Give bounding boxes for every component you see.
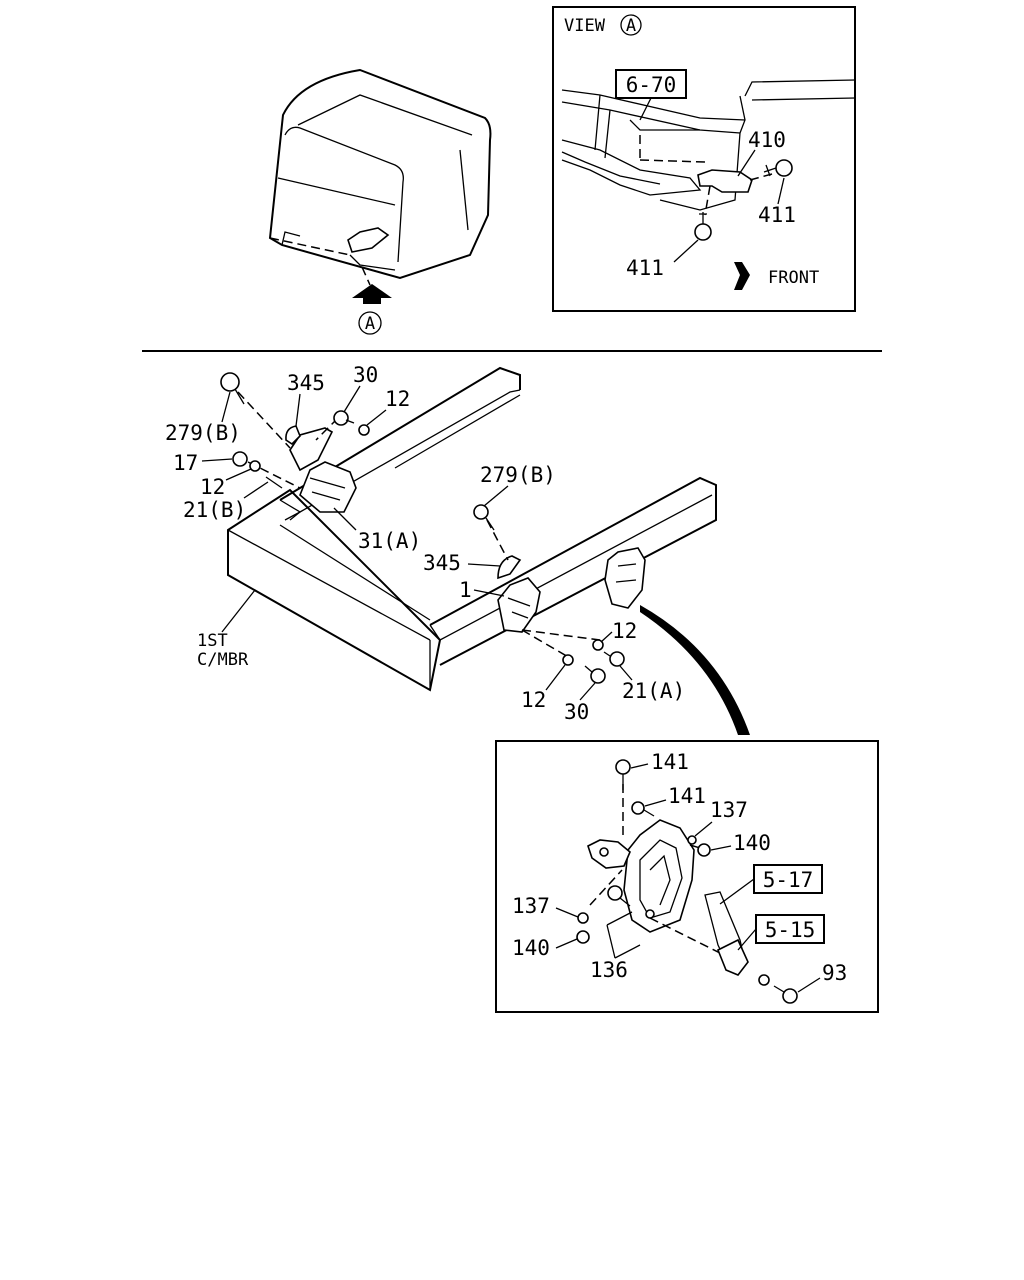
label-279b-top: 279(B) bbox=[165, 421, 241, 445]
label-137-left: 137 bbox=[512, 894, 550, 918]
nut-17 bbox=[232, 451, 248, 467]
label-31a: 31(A) bbox=[358, 529, 421, 553]
view-title: VIEW bbox=[564, 16, 606, 36]
label-345-mid: 345 bbox=[423, 551, 461, 575]
nut-140-left bbox=[576, 930, 590, 944]
nut-140-right bbox=[697, 843, 711, 857]
bolt-141-top bbox=[615, 759, 631, 790]
view-marker-circle bbox=[620, 14, 642, 36]
label-141-top: 141 bbox=[651, 750, 689, 774]
washer-12-bottom bbox=[562, 654, 574, 666]
label-12-right: 12 bbox=[612, 619, 637, 643]
label-12-left: 12 bbox=[200, 475, 225, 499]
view-marker-text: A bbox=[626, 16, 636, 36]
cross-member bbox=[227, 366, 717, 692]
ref-5-17: 5-17 bbox=[763, 868, 814, 892]
label-cmbr: C/MBR bbox=[197, 650, 249, 670]
washer-12-upper bbox=[358, 424, 370, 436]
washer-12-left bbox=[249, 460, 261, 472]
bolt-411-lower bbox=[694, 212, 712, 241]
bracket-assembly-middle bbox=[486, 519, 646, 659]
label-30-bottom: 30 bbox=[564, 700, 589, 724]
bolt-279b-upper bbox=[220, 372, 245, 405]
ref-6-70: 6-70 bbox=[626, 73, 677, 97]
label-140-right: 140 bbox=[733, 831, 771, 855]
label-1st: 1ST bbox=[197, 631, 228, 651]
view-a-arrow bbox=[352, 284, 392, 304]
svg-text:A: A bbox=[365, 314, 375, 334]
label-12-bottom: 12 bbox=[521, 688, 546, 712]
bolt-141-mid bbox=[631, 801, 655, 817]
bracket-assembly-upper bbox=[237, 391, 357, 513]
detail-pointer-arrow bbox=[640, 605, 750, 735]
stud-21b bbox=[265, 476, 283, 489]
view-a-marker: A bbox=[358, 311, 382, 335]
washer-137-left bbox=[577, 912, 589, 924]
cab-illustration bbox=[268, 68, 492, 286]
bolt-136 bbox=[607, 885, 631, 907]
front-arrow-icon bbox=[734, 262, 750, 290]
label-136: 136 bbox=[590, 958, 628, 982]
label-1: 1 bbox=[459, 578, 472, 602]
label-17: 17 bbox=[173, 451, 198, 475]
main-labels: 345 30 12 279(B) 17 12 21(B) 31(A) 279(B… bbox=[165, 363, 685, 724]
label-411-lower: 411 bbox=[626, 256, 664, 280]
bolt-93 bbox=[773, 985, 798, 1004]
ref-box-6-70 bbox=[615, 69, 687, 99]
washer-137-right bbox=[687, 835, 697, 845]
bolt-411-right bbox=[763, 159, 793, 177]
ref-5-15: 5-15 bbox=[765, 918, 816, 942]
washer-12-right bbox=[592, 639, 604, 651]
label-137-right: 137 bbox=[710, 798, 748, 822]
bolt-279b-middle bbox=[473, 504, 495, 531]
detail-panel: 5-17 5-15 141 141 137 140 137 140 136 93 bbox=[495, 740, 879, 1013]
ref-box-5-17 bbox=[753, 864, 823, 894]
label-21a: 21(A) bbox=[622, 679, 685, 703]
label-140-left: 140 bbox=[512, 936, 550, 960]
label-93: 93 bbox=[822, 961, 847, 985]
label-345-top: 345 bbox=[287, 371, 325, 395]
bolt-21a bbox=[603, 651, 625, 667]
bolt-30-bottom bbox=[584, 665, 606, 684]
front-label: FRONT bbox=[768, 268, 819, 288]
label-411-right: 411 bbox=[758, 203, 796, 227]
label-30-top: 30 bbox=[353, 363, 378, 387]
washer-93 bbox=[758, 974, 770, 986]
label-12-top: 12 bbox=[385, 387, 410, 411]
ref-box-5-15 bbox=[755, 914, 825, 944]
view-a-panel: VIEW A 6-70 410 411 bbox=[552, 6, 856, 312]
label-21b: 21(B) bbox=[183, 498, 246, 522]
label-410: 410 bbox=[748, 128, 786, 152]
label-141-mid: 141 bbox=[668, 784, 706, 808]
bolt-30-upper bbox=[333, 410, 355, 426]
label-279b-mid: 279(B) bbox=[480, 463, 556, 487]
